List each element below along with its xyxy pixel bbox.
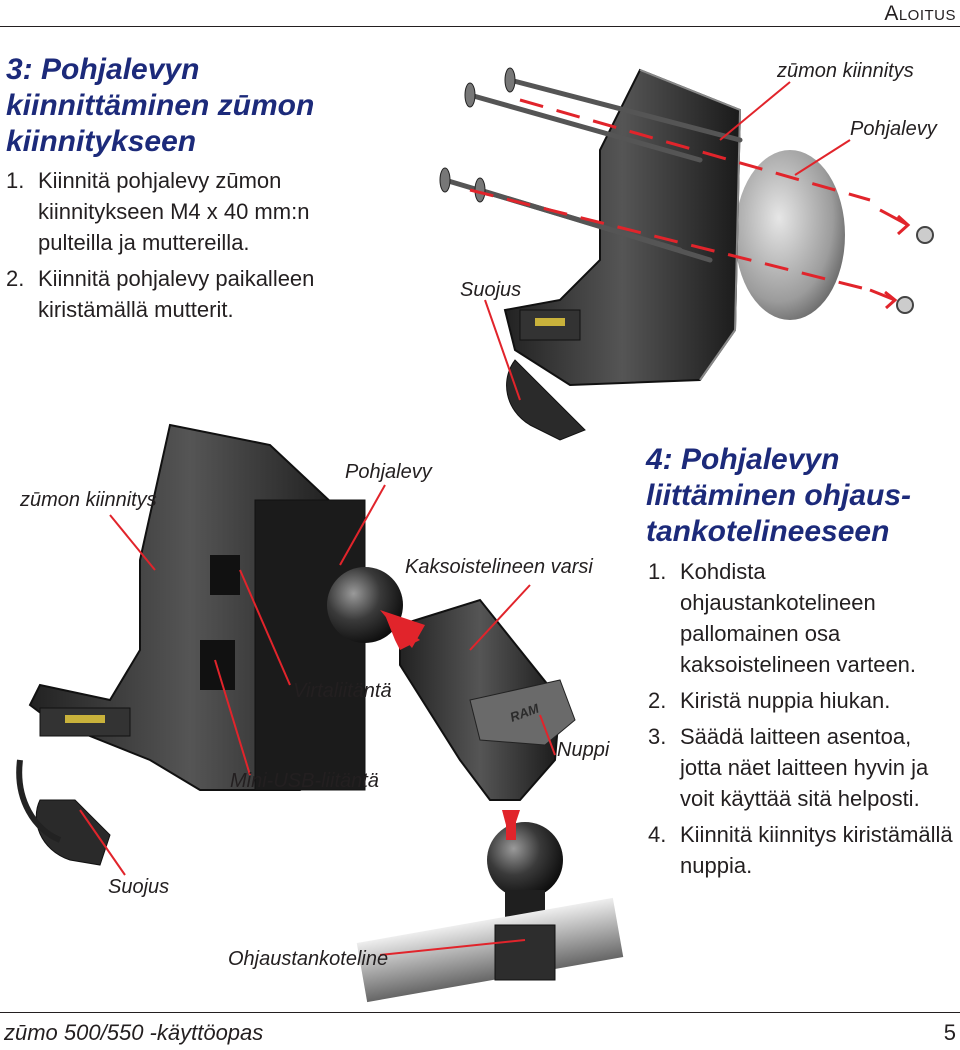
callout-handlebar: Ohjaustankoteline <box>228 948 388 971</box>
callout-plate: Pohjalevy <box>850 118 937 141</box>
callout-power: Virtaliitäntä <box>293 680 392 703</box>
page-number: 5 <box>944 1020 956 1046</box>
callout-knob: Nuppi <box>557 739 609 762</box>
callout-mount: zūmon kiinnitys <box>777 60 914 83</box>
footer-rule <box>0 1012 960 1013</box>
list-item: 2.Kiristä nuppia hiukan. <box>648 685 953 716</box>
mount-ball-shape <box>327 567 403 643</box>
callout-arm: Kaksoistelineen varsi <box>405 556 593 579</box>
handlebar-ball-shape <box>487 822 563 898</box>
callout-mount-2: zūmon kiinnitys <box>20 489 157 512</box>
callout-plate-2: Pohjalevy <box>345 461 432 484</box>
handlebar-bar-shape <box>357 898 623 1002</box>
callout-cover: Suojus <box>460 279 521 302</box>
list-item: 1.Kohdista ohjaustankotelineen pallomain… <box>648 556 953 680</box>
base-plate-shape <box>735 150 845 320</box>
list-item: 3.Säädä laitteen asentoa, jotta näet lai… <box>648 721 953 814</box>
callout-usb: Mini-USB-liitäntä <box>230 770 379 793</box>
callout-cover-2: Suojus <box>108 876 169 899</box>
section4-steps: 1.Kohdista ohjaustankotelineen pallomain… <box>648 556 953 886</box>
list-item: 4.Kiinnitä kiinnitys kiristämällä nuppia… <box>648 819 953 881</box>
footer-title: zūmo 500/550 -käyttöopas <box>4 1020 263 1046</box>
section4-title: 4: Pohjalevyn liittäminen ohjaus- tankot… <box>646 442 956 550</box>
